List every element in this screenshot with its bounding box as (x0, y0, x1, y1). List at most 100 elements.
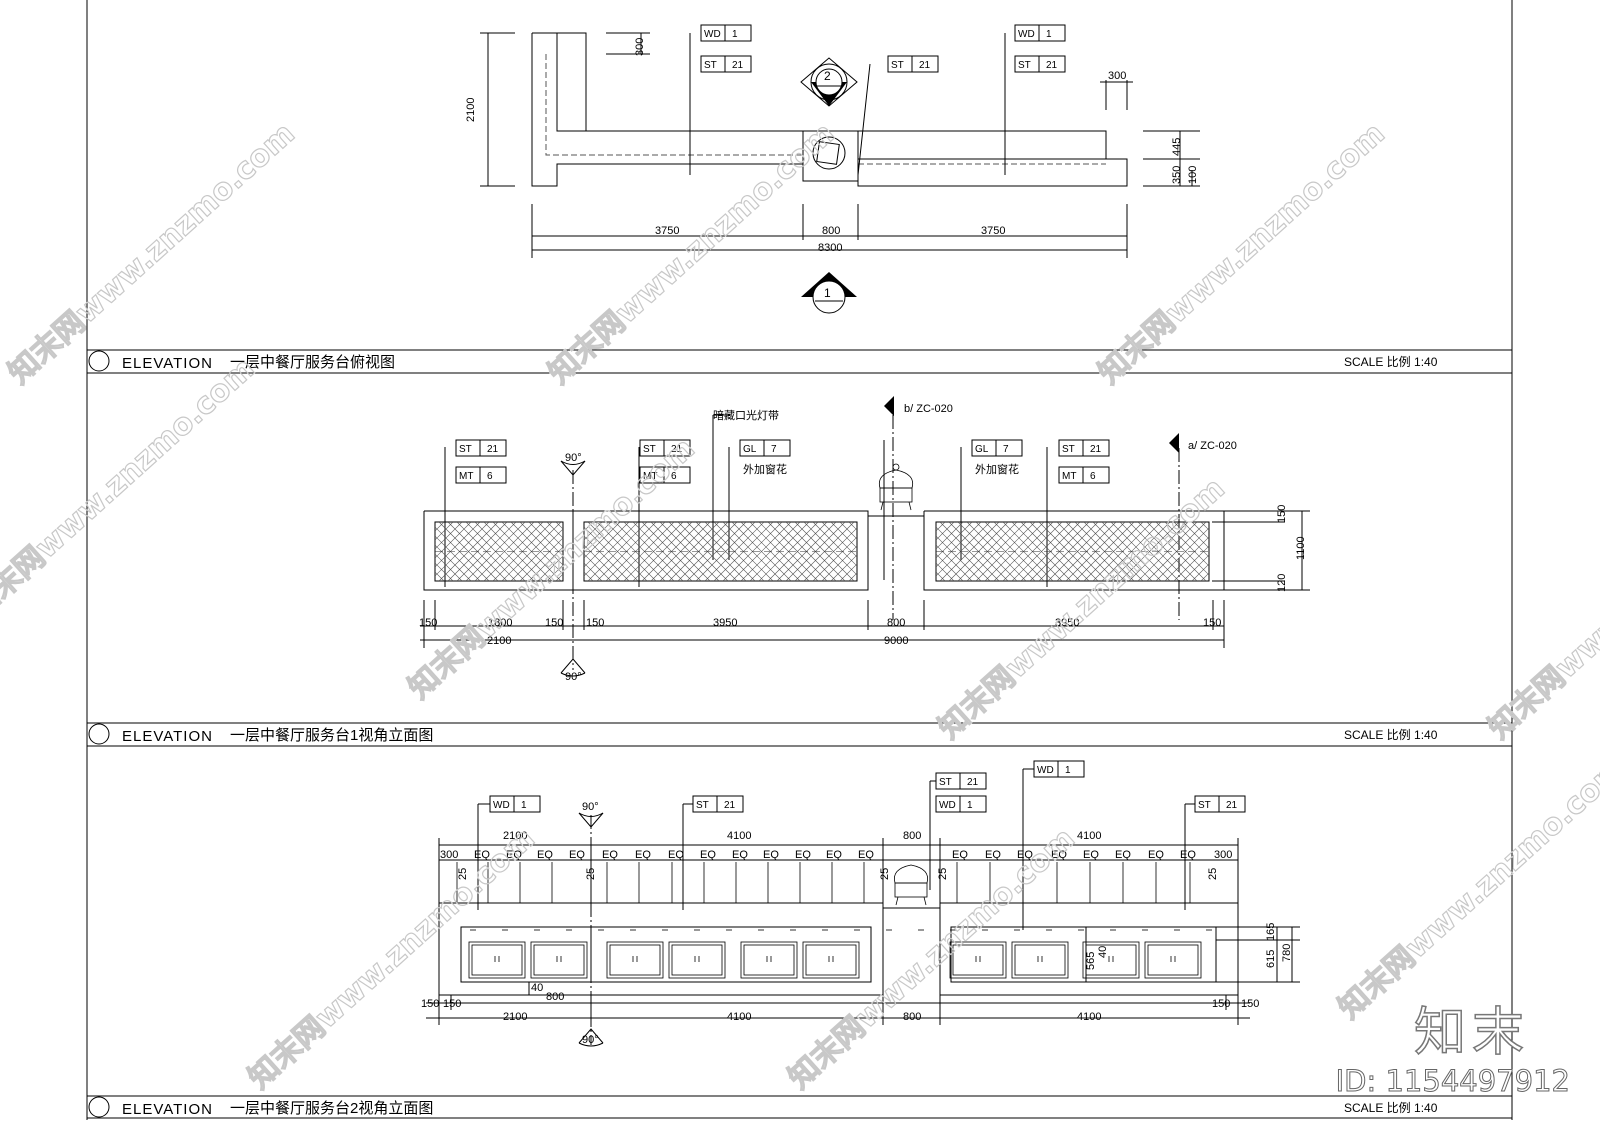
eq-label: EQ (1180, 849, 1196, 861)
title-bar-2: ELEVATION 一层中餐厅服务台1视角立面图 SCALE 比例 1:40 (88, 723, 1438, 745)
watermark-text: 知末网www.znzmo.com (402, 431, 702, 706)
watermark-text: 知末网www.znzmo.com (1482, 471, 1600, 746)
tag-code: MT (643, 471, 657, 482)
svg-text:9000: 9000 (884, 635, 908, 647)
svg-text:8300: 8300 (818, 242, 842, 254)
tag-number: 21 (919, 60, 931, 71)
brand-watermark: 知末 (1413, 1002, 1530, 1064)
section-marker-1: 1 (801, 272, 857, 314)
svg-text:1: 1 (824, 286, 831, 300)
svg-text:3950: 3950 (713, 617, 737, 629)
tag-number: 6 (1090, 471, 1096, 482)
svg-text:350: 350 (1171, 166, 1183, 184)
angle-marks-2 (578, 812, 604, 1047)
eq-label: EQ (1148, 849, 1164, 861)
tag-number: 6 (487, 471, 493, 482)
eq-label: EQ (1083, 849, 1099, 861)
id-watermark: ID: 1154497912 (1335, 1064, 1570, 1099)
elevation-2-dims (426, 838, 1300, 1025)
svg-text:615: 615 (1265, 950, 1277, 968)
eq-label: EQ (732, 849, 748, 861)
title-bar-3: ELEVATION 一层中餐厅服务台2视角立面图 SCALE 比例 1:40 (88, 1096, 1438, 1118)
tag-number: 21 (487, 444, 499, 455)
svg-text:150: 150 (419, 617, 437, 629)
svg-text:b/ ZC-020: b/ ZC-020 (904, 403, 953, 415)
svg-text:800: 800 (903, 1011, 921, 1023)
svg-text:150: 150 (1212, 998, 1230, 1010)
eq-label: EQ (1051, 849, 1067, 861)
svg-text:1800: 1800 (488, 617, 512, 629)
svg-text:25: 25 (937, 868, 949, 880)
title-text: 一层中餐厅服务台2视角立面图 (230, 1100, 433, 1117)
svg-text:100: 100 (1187, 166, 1199, 184)
tag-code: MT (1062, 471, 1076, 482)
tag-code: WD (493, 800, 510, 811)
watermark-text: 知末网www.znzmo.com (1332, 751, 1600, 1026)
eq-label: EQ (506, 849, 522, 861)
tag-number: 7 (771, 444, 777, 455)
tag-number: 21 (967, 777, 979, 788)
title-text: 一层中餐厅服务台1视角立面图 (230, 727, 433, 744)
tag-number: 1 (732, 29, 738, 40)
eq-label: EQ (569, 849, 585, 861)
tag-code: ST (939, 777, 952, 788)
title-label: ELEVATION (122, 355, 213, 372)
watermark-text: 知末网www.znzmo.com (932, 471, 1232, 746)
tag-number: 6 (671, 471, 677, 482)
title-scale: SCALE 比例 1:40 (1344, 728, 1438, 742)
svg-text:800: 800 (903, 830, 921, 842)
svg-text:90°: 90° (582, 1034, 599, 1046)
plan-dimension-text: 3750 800 3750 8300 2100 300 300 445 350 … (465, 38, 1199, 254)
svg-text:2100: 2100 (465, 98, 477, 122)
angle-marks-1 (560, 460, 586, 677)
eq-label: EQ (700, 849, 716, 861)
svg-text:150: 150 (586, 617, 604, 629)
watermark-text: 知末网www.znzmo.com (242, 821, 542, 1096)
material-tag: ST 21 (935, 772, 987, 790)
tag-code: WD (704, 29, 721, 40)
svg-text:90°: 90° (565, 452, 582, 464)
svg-text:800: 800 (546, 991, 564, 1003)
svg-text:300: 300 (440, 849, 458, 861)
center-axis (572, 415, 1180, 670)
svg-text:a/ ZC-020: a/ ZC-020 (1188, 440, 1237, 452)
watermark-text: 知末网www.znzmo.com (0, 351, 262, 626)
svg-text:外加窗花: 外加窗花 (743, 462, 787, 476)
svg-text:90°: 90° (582, 801, 599, 813)
svg-text:150: 150 (421, 998, 439, 1010)
tag-number: 21 (1090, 444, 1102, 455)
section-refs-1 (884, 396, 1179, 453)
title-scale: SCALE 比例 1:40 (1344, 355, 1438, 369)
svg-text:150: 150 (1276, 505, 1288, 523)
svg-text:25: 25 (585, 868, 597, 880)
eq-label: EQ (537, 849, 553, 861)
svg-text:4100: 4100 (1077, 1011, 1101, 1023)
svg-text:暗藏口光灯带: 暗藏口光灯带 (713, 408, 779, 422)
svg-text:2: 2 (824, 69, 831, 83)
eq-label: EQ (952, 849, 968, 861)
eq-label: EQ (795, 849, 811, 861)
svg-text:4100: 4100 (727, 830, 751, 842)
svg-text:120: 120 (1276, 574, 1288, 592)
tag-code: ST (696, 800, 709, 811)
svg-text:25: 25 (879, 868, 891, 880)
svg-text:40: 40 (531, 982, 543, 994)
eq-label: EQ (763, 849, 779, 861)
tag-code: GL (975, 444, 989, 455)
svg-text:165: 165 (1265, 923, 1277, 941)
material-tag: MT 6 (1058, 466, 1110, 484)
svg-text:800: 800 (822, 225, 840, 237)
eq-label: EQ (826, 849, 842, 861)
svg-text:445: 445 (1171, 138, 1183, 156)
